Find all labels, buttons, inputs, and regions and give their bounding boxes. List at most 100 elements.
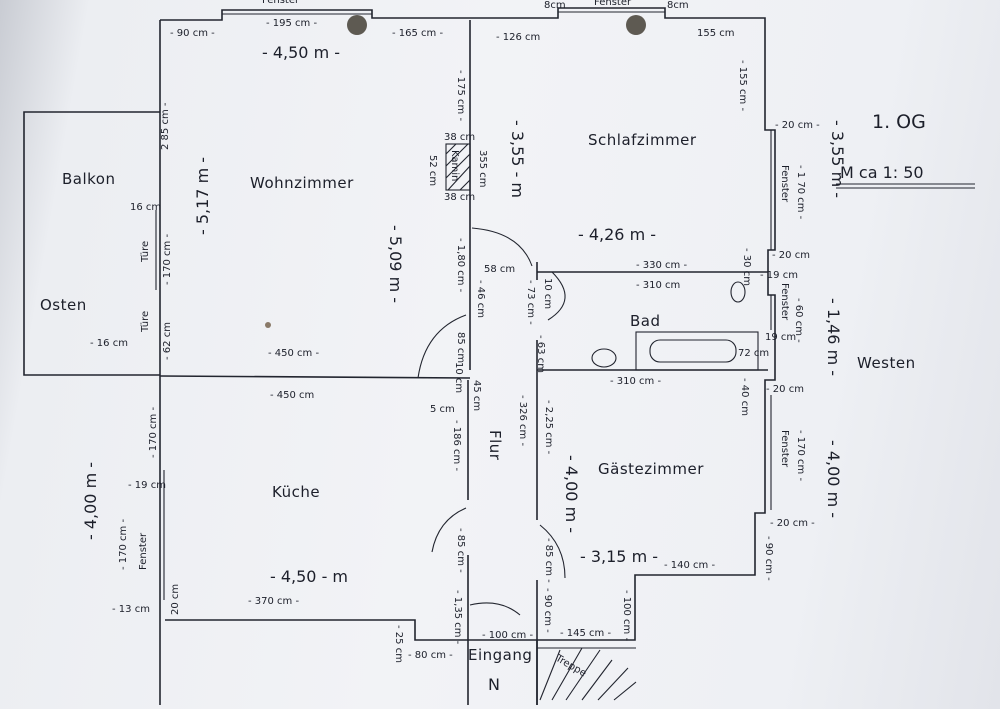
bathroom-fixtures xyxy=(591,281,759,371)
dim-bad-19a: - 19 cm xyxy=(760,270,798,281)
dimensions-horizontal: - 90 cm - - 195 cm - - 165 cm - - 126 cm… xyxy=(90,0,820,661)
dim-top-195: - 195 cm - xyxy=(266,18,317,29)
room-eingang: Eingang xyxy=(468,646,532,664)
dim-schlaf-20b: - 20 cm xyxy=(772,250,810,261)
dim-wohn-width: - 4,50 m - xyxy=(262,43,340,62)
dimensions-vertical: 2 85 cm - - 5,17 m - - 170 cm - - 62 cm … xyxy=(81,60,847,663)
dim-gast-85: - 85 cm - xyxy=(543,538,554,583)
dim-kueche-170: - 170 cm - xyxy=(148,407,159,458)
dim-flur-85b: - 85 cm - xyxy=(455,528,466,573)
dim-flur-186: - 186 cm - xyxy=(451,420,462,471)
dim-gast-90b: - 90 cm - xyxy=(542,588,553,633)
door-swings xyxy=(417,227,566,616)
room-flur: Flur xyxy=(486,430,504,461)
dim-gast-100: - 100 cm - xyxy=(621,590,632,641)
dim-bad-146: - 1,46 m - xyxy=(824,298,843,376)
dim-bad-19b: 19 cm xyxy=(765,332,796,343)
dim-bad-40: - 40 cm xyxy=(739,378,750,416)
dim-flur-85a: 85 cm xyxy=(455,332,466,363)
label-fenster-bad: Fenster xyxy=(779,283,790,321)
dim-flur-45: 45 cm xyxy=(471,380,482,411)
dim-top-155: 155 cm xyxy=(697,28,735,39)
dim-wohn-height: - 5,17 m - xyxy=(193,157,212,235)
dim-gast-400: - 4,00 m - xyxy=(562,455,581,533)
label-fenster-kueche: Fenster xyxy=(138,532,149,570)
dim-balkon-62: - 62 cm xyxy=(162,322,173,360)
dim-flur-100: - 100 cm - xyxy=(482,630,533,641)
dim-flur-80: - 80 cm - xyxy=(408,650,453,661)
dim-gast-315: - 3,15 m - xyxy=(580,547,658,566)
dim-flur-10: 10 cm xyxy=(453,362,464,393)
dim-mid-46: - 46 cm xyxy=(475,280,486,318)
room-treppe: Treppe xyxy=(553,653,588,680)
dim-balkon-16: 16 cm xyxy=(130,202,161,213)
label-fenster-schlaf: Fenster xyxy=(779,165,790,203)
room-balkon: Balkon xyxy=(62,170,116,188)
label-kamin: Kamin xyxy=(449,150,460,181)
room-gaestezimmer: Gästezimmer xyxy=(598,460,704,478)
dim-kamin-38a: 38 cm xyxy=(444,132,475,143)
dim-gast-20a: - 20 cm xyxy=(766,384,804,395)
window-marks xyxy=(155,11,772,600)
label-fenster-top-left: Fenster xyxy=(262,0,300,6)
dim-kueche-19: - 19 cm xyxy=(128,480,166,491)
dim-schlaf-330: - 330 cm - xyxy=(636,260,687,271)
dim-mid-73: - 73 cm - xyxy=(525,280,536,325)
dim-top-165: - 165 cm - xyxy=(392,28,443,39)
orientation-westen: Westen xyxy=(857,354,916,372)
dim-wohn-285: 2 85 cm - xyxy=(160,102,171,150)
dim-kueche-450: - 450 cm xyxy=(270,390,314,401)
dim-flur-326: - 326 cm - xyxy=(517,395,528,446)
dim-wohn-175: - 175 cm - xyxy=(455,70,466,121)
dim-wohn-509: - 5,09 m - xyxy=(386,225,405,303)
dim-flur-225: - 2,25 cm - xyxy=(543,400,554,455)
punch-hole-right xyxy=(626,15,646,35)
dim-gast-90: - 90 cm - xyxy=(763,536,774,581)
dim-gast-170: - 170 cm - xyxy=(795,430,806,481)
dim-kueche-450m: - 4,50 - m xyxy=(270,567,348,586)
dim-schlaf-426: - 4,26 m - xyxy=(578,225,656,244)
room-kueche: Küche xyxy=(272,483,320,501)
dim-top-90: - 90 cm - xyxy=(170,28,215,39)
room-bad: Bad xyxy=(630,312,661,330)
dim-flur-5: 5 cm xyxy=(430,404,455,415)
floor-label: 1. OG xyxy=(872,111,926,133)
dim-bad-310: - 310 cm - xyxy=(610,376,661,387)
dim-wohn-180: - 1,80 cm - xyxy=(455,238,466,293)
dim-mid-58: 58 cm xyxy=(484,264,515,275)
dim-balkon-170: - 170 cm - xyxy=(162,234,173,285)
dim-top-8a: 8cm xyxy=(544,0,566,11)
dim-gast-20b: - 20 cm - xyxy=(770,518,815,529)
dim-schlaf-170: - 1 70 cm - xyxy=(795,165,806,220)
dim-bad-60: - 60 cm - xyxy=(793,298,804,343)
dim-wohn-450: - 450 cm - xyxy=(268,348,319,359)
label-tuere-2: Türe xyxy=(140,311,151,333)
dim-balkon-16b: - 16 cm xyxy=(90,338,128,349)
dim-bad-63: - 63 cm xyxy=(535,335,546,373)
dim-top-126: - 126 cm xyxy=(496,32,540,43)
dim-schlaf-30: - 30 cm xyxy=(741,248,752,286)
stairs xyxy=(537,647,637,701)
dim-kueche-13: - 13 cm xyxy=(112,604,150,615)
orientation-osten: Osten xyxy=(40,296,87,314)
dim-kueche-400: - 4,00 m - xyxy=(81,462,100,540)
label-fenster-gast: Fenster xyxy=(779,430,790,468)
dim-gast-145: - 145 cm - xyxy=(560,628,611,639)
dim-schlaf-355-outer: - 3,55 m - xyxy=(828,120,847,198)
scale-label: M ca 1: 50 xyxy=(840,163,924,182)
paper-spot xyxy=(265,322,271,328)
room-schlafzimmer: Schlafzimmer xyxy=(588,131,697,149)
dim-gast-400b: - 4,00 m - xyxy=(824,440,843,518)
label-fenster-top: Fenster xyxy=(594,0,632,8)
dim-schlaf-155: - 155 cm - xyxy=(737,60,748,111)
dim-flur-25: - 25 cm xyxy=(393,625,404,663)
dim-schlaf-310: - 310 cm xyxy=(636,280,680,291)
punch-hole-left xyxy=(347,15,367,35)
dim-schlaf-20a: - 20 cm - xyxy=(775,120,820,131)
dim-gast-140: - 140 cm - xyxy=(664,560,715,571)
dim-kueche-370: - 370 cm - xyxy=(248,596,299,607)
dim-bad-72: 72 cm xyxy=(738,348,769,359)
dim-kamin-38b: 38 cm xyxy=(444,192,475,203)
north-symbol: N xyxy=(488,675,500,694)
